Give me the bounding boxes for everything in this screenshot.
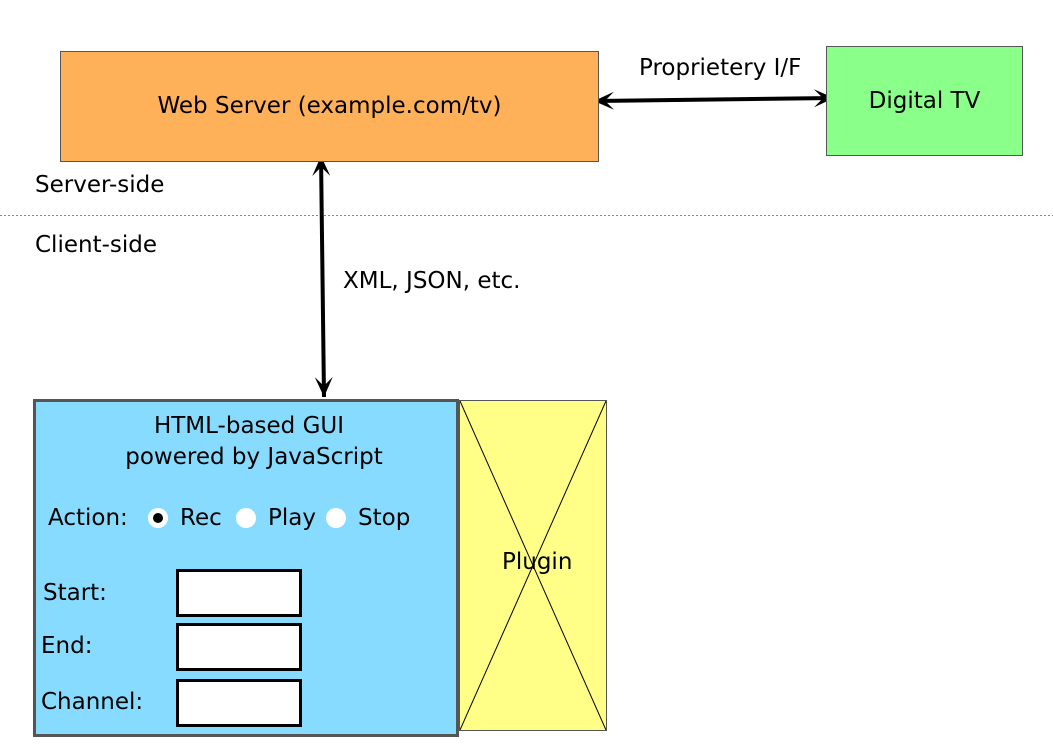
radio-rec-label: Rec <box>180 505 222 531</box>
data-formats-label: XML, JSON, etc. <box>343 268 521 294</box>
server-gui-arrow <box>319 155 326 398</box>
server-tv-arrow <box>593 96 835 103</box>
start-label: Start: <box>43 580 107 606</box>
plugin-placeholder: Plugin <box>459 400 607 731</box>
digital-tv-box: Digital TV <box>826 46 1023 156</box>
server-gui-arrow-head-start <box>312 156 331 177</box>
server-gui-arrow-head-end <box>314 376 333 397</box>
channel-label: Channel: <box>41 689 144 715</box>
radio-play[interactable] <box>236 508 256 528</box>
channel-field[interactable] <box>176 679 302 727</box>
radio-rec[interactable] <box>148 508 168 528</box>
proprietary-interface-label: Proprietery I/F <box>639 55 802 81</box>
radio-play-label: Play <box>268 505 316 531</box>
server-tv-arrow-head-end <box>813 89 834 108</box>
html-gui-panel: HTML-based GUI powered by JavaScript Act… <box>33 399 459 737</box>
plugin-label: Plugin <box>502 549 573 575</box>
web-server-box: Web Server (example.com/tv) <box>60 51 599 162</box>
web-server-label: Web Server (example.com/tv) <box>157 93 502 119</box>
end-label: End: <box>41 633 93 659</box>
radio-stop[interactable] <box>326 508 346 528</box>
server-side-label: Server-side <box>35 172 165 198</box>
gui-title-line1: HTML-based GUI <box>153 413 345 439</box>
start-field[interactable] <box>176 569 302 617</box>
server-tv-arrow-head-start <box>594 91 615 110</box>
action-label: Action: <box>48 505 128 531</box>
digital-tv-label: Digital TV <box>868 87 981 114</box>
end-field[interactable] <box>176 623 302 671</box>
gui-title-line2: powered by JavaScript <box>125 444 383 470</box>
client-side-label: Client-side <box>35 232 158 258</box>
radio-stop-label: Stop <box>358 505 411 531</box>
plugin-cross-icon <box>460 401 606 730</box>
